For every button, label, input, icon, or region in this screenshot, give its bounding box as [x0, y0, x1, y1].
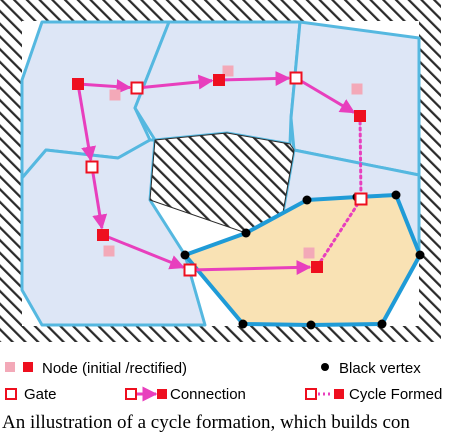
- black-vertices-layer: [180, 190, 425, 330]
- black-vertex-7: [306, 320, 316, 330]
- gate-1: [130, 81, 144, 95]
- legend-connection-node-icon: [157, 389, 167, 399]
- legend-gate-icon: [5, 388, 17, 400]
- connection-arrow-6: [90, 166, 108, 230]
- black-vertex-2: [302, 195, 312, 205]
- legend-cycle-node-icon: [334, 389, 344, 399]
- connections-layer: [76, 71, 363, 275]
- gate-4: [183, 263, 197, 277]
- black-vertex-6: [377, 319, 387, 329]
- connection-arrow-7: [102, 233, 185, 270]
- black-vertex-1: [241, 228, 251, 238]
- initial-node-1: [109, 89, 121, 101]
- legend-cycle-gate-icon: [305, 388, 317, 400]
- rectified-node-2: [213, 74, 225, 86]
- initial-node-4: [103, 245, 115, 257]
- legend-cycle-label: Cycle Formed: [349, 386, 442, 403]
- rectified-node-4: [97, 229, 109, 241]
- regions: [20, 20, 421, 327]
- gate-5: [354, 192, 368, 206]
- black-vertex-8: [238, 319, 248, 329]
- connection-arrow-3: [218, 71, 291, 87]
- cycle-link-2: [315, 197, 363, 269]
- initial-node-5: [303, 247, 315, 259]
- gate-2: [289, 71, 303, 85]
- initial-node-3: [351, 83, 363, 95]
- rectified-node-1: [72, 78, 84, 90]
- legend-connection-gate-icon: [125, 388, 137, 400]
- connection-arrow-2: [136, 74, 214, 90]
- diagram-figure: Node (initial /rectified) Black vertex G…: [0, 0, 442, 403]
- connection-arrow-5: [76, 83, 96, 162]
- legend-node-label: Node (initial /rectified): [42, 360, 187, 377]
- cycle-link-1: [358, 114, 363, 201]
- gate-3: [85, 160, 99, 174]
- nodes-layer: [72, 65, 366, 273]
- black-vertex-9: [180, 250, 190, 260]
- black-vertex-5: [415, 250, 425, 260]
- figure-caption: An illustration of a cycle formation, wh…: [2, 412, 410, 433]
- legend: Node (initial /rectified) Black vertex G…: [5, 360, 442, 403]
- legend-black-vertex-icon: [321, 363, 329, 371]
- legend-node-rectified-icon: [23, 362, 33, 372]
- obstacle: [149, 132, 295, 234]
- black-vertex-4: [391, 190, 401, 200]
- initial-node-2: [222, 65, 234, 77]
- connection-arrow-1: [77, 79, 132, 95]
- legend-connection-label: Connection: [170, 386, 246, 403]
- gates-layer: [85, 71, 368, 277]
- rectified-node-5: [311, 261, 323, 273]
- legend-gate-label: Gate: [24, 386, 57, 403]
- connection-arrow-4: [295, 76, 356, 114]
- rectified-node-3: [354, 110, 366, 122]
- legend-vertex-label: Black vertex: [339, 360, 421, 377]
- legend-node-initial-icon: [5, 362, 15, 372]
- connection-arrow-8: [189, 259, 312, 275]
